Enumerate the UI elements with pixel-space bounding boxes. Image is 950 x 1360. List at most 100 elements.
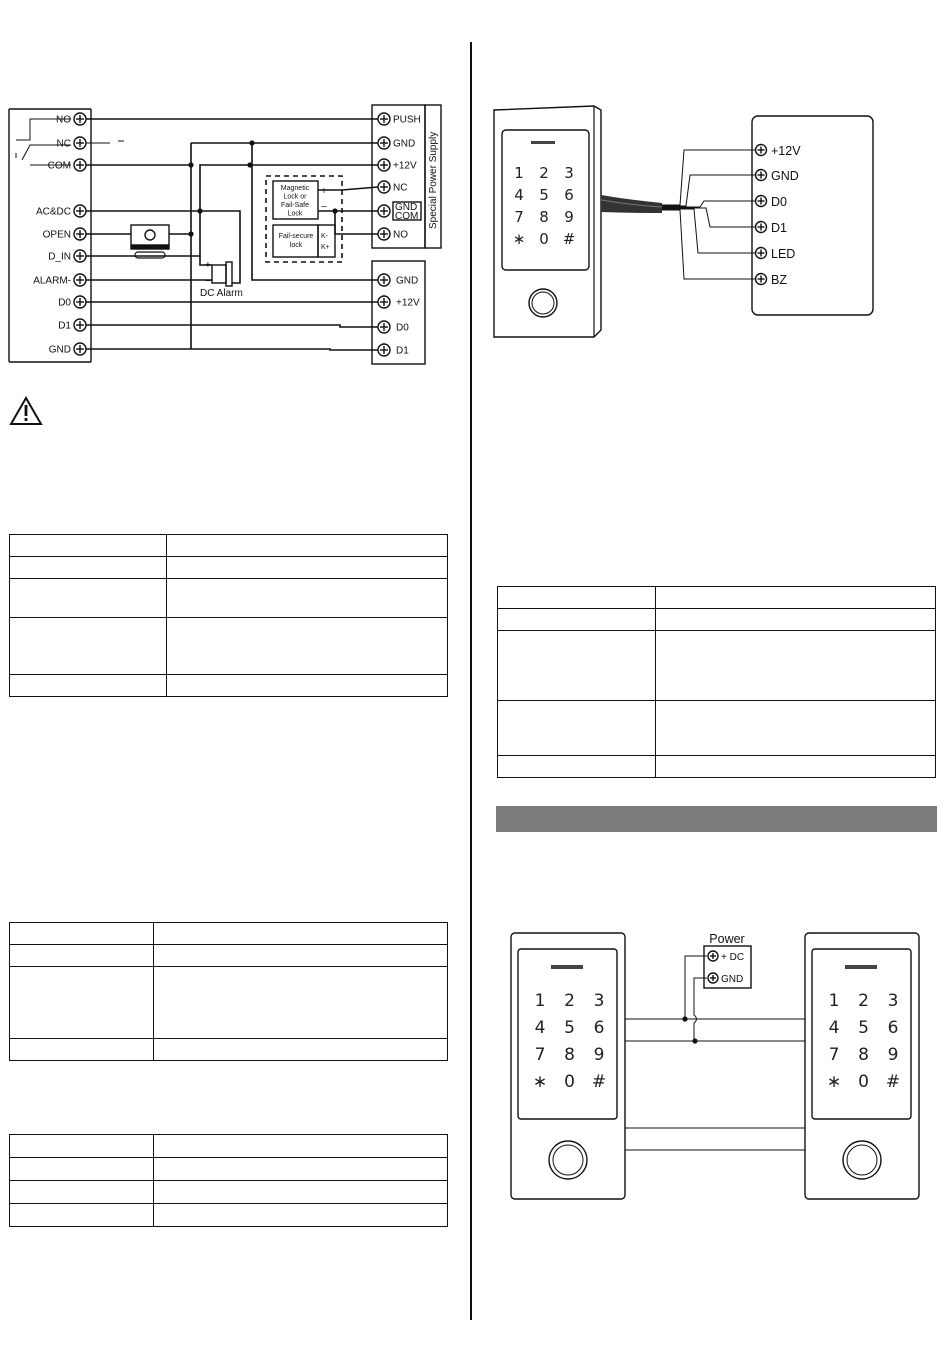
keypad-key: 6 [564,186,574,204]
keypad-key: 7 [829,1045,840,1065]
wire [199,256,212,266]
keypad-key: ∗ [513,230,526,248]
section-header-bar [496,806,937,832]
reader-led-slot [845,965,877,969]
junction-dot [247,162,253,168]
reader-led-slot [531,141,555,144]
dc-alarm-body [211,264,227,284]
keypad-key: ∗ [827,1072,841,1092]
keypad-key: 3 [888,991,899,1011]
wire [662,209,755,280]
terminal-screw-icon [73,227,87,241]
warning-triangle [9,395,43,425]
reader-terminal-label: D1 [396,346,409,357]
keypad-key: 0 [539,230,549,248]
terminal-screw-icon [377,136,391,150]
terminal-screw-icon [754,168,768,182]
junction-dot [682,1016,688,1022]
gnd-com-box [392,201,422,221]
junction-dot [249,140,255,146]
right-table-1 [497,586,936,778]
terminal-screw-icon [754,246,768,260]
power-dc-label: + DC [721,952,744,963]
keypad-key: 4 [514,186,524,204]
reader-screen [501,129,590,271]
keypad-key: 1 [829,991,840,1011]
power-supply-terminal-label: GND [393,139,415,150]
keypad-key: 4 [535,1018,546,1038]
dc-alarm-horn [225,261,233,287]
wire [86,324,378,328]
keypad-key: 8 [858,1045,869,1065]
wiegand-terminal-label: LED [771,247,795,261]
terminal-screw-icon [377,112,391,126]
power-supply-terminal-label: NO [393,230,408,241]
reader-led-slot [551,965,583,969]
wire [662,149,755,206]
power-gnd-label: GND [721,974,743,985]
terminal-screw-icon [754,272,768,286]
power-supply-terminal-label: GND [395,202,417,213]
power-supply-terminal-label: PUSH [393,115,421,126]
terminal-screw-icon [73,158,87,172]
left-table-3 [9,1134,448,1227]
wire [86,140,124,144]
wiegand-terminal-label: BZ [771,273,787,287]
terminal-screw-icon [73,136,87,150]
k-plus-label: K+ [321,244,330,251]
terminal-screw-icon [754,220,768,234]
cable-bundle [600,199,663,208]
exit-button-icon [144,229,156,241]
controller-terminal-label: AC&DC [36,207,71,218]
terminal-screw-icon [377,180,391,194]
keypad-key: 3 [564,164,574,182]
wire [662,200,755,208]
terminal-screw-icon [73,318,87,332]
terminal-screw-icon [377,273,391,287]
terminal-screw-icon [377,295,391,309]
reader-terminal-label: +12V [396,298,420,309]
terminal-screw-icon [754,194,768,208]
keypad-key: 7 [514,208,524,226]
keypad-key: 2 [858,991,869,1011]
keypad-key: 1 [514,164,524,182]
fingerprint-sensor-icon [842,1140,882,1180]
reader-terminal-box [371,260,426,365]
relay-contact [15,144,71,161]
keypad-key: 4 [829,1018,840,1038]
failsecure-lock-label: Fail-secure [279,233,314,240]
keypad-key: 5 [539,186,549,204]
keypad-key: 9 [594,1045,605,1065]
power-supply-title: Special Power Supply [428,132,439,229]
wire [662,207,755,228]
terminal-screw-icon [707,972,719,984]
left-table-1 [9,534,448,697]
controller-terminal-label: D_IN [48,252,71,263]
keypad-key: 7 [535,1045,546,1065]
lock-dashed-box [265,175,343,263]
reader-terminal-label: GND [396,276,418,287]
wire [251,143,378,281]
keypad-key: 8 [539,208,549,226]
fingerprint-sensor-icon [846,1144,878,1176]
magnetic-lock-label: Lock [288,211,303,218]
power-supply-terminal-label: COM [395,211,418,222]
wire [693,977,707,1041]
wire [662,208,755,254]
junction-dot [332,208,338,214]
keypad-key: 1 [535,991,546,1011]
keypad-key: 0 [858,1072,869,1092]
junction-dot [188,231,194,237]
warning-triangle-icon [9,395,43,425]
wire [318,186,379,191]
terminal-screw-icon [73,342,87,356]
terminal-screw-icon [377,158,391,172]
lock-minus: − [321,202,327,213]
keypad-key: # [592,1072,606,1092]
keypad-key: 8 [564,1045,575,1065]
controller-box [8,108,92,363]
wire [662,174,755,207]
